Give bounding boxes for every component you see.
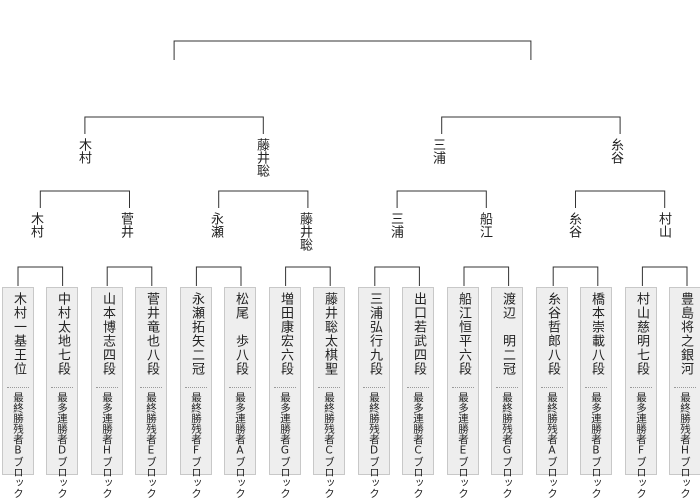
round1-connector-5 xyxy=(374,266,420,286)
player-qualification: 最多連勝者Aブロック xyxy=(234,392,246,499)
divider xyxy=(185,387,207,388)
player-box-11: 船江恒平六段 最多連勝者Eブロック xyxy=(447,287,479,499)
player-box-15: 村山慈明七段 最多連勝者Fブロック xyxy=(625,287,657,499)
player-qualification: 最多連勝者Eブロック xyxy=(457,392,469,499)
divider xyxy=(229,387,251,388)
player-name: 木村一基王位 xyxy=(11,292,26,376)
quarterfinal-name-8: 村山 xyxy=(656,212,671,238)
player-qualification: 最終勝残者Bブロック xyxy=(12,392,24,499)
player-name: 三浦弘行九段 xyxy=(367,292,382,376)
semifinal-name-1: 木村 xyxy=(76,138,91,164)
round3-connector-2 xyxy=(441,116,621,134)
player-qualification: 最終勝残者Fブロック xyxy=(190,392,202,499)
bracket-lines xyxy=(17,40,688,286)
player-qualification: 最多連勝者Dブロック xyxy=(56,392,68,499)
player-name: 村山慈明七段 xyxy=(634,292,649,376)
player-box-4: 菅井竜也八段 最終勝残者Eブロック xyxy=(135,287,167,499)
round2-connector-3 xyxy=(396,190,487,208)
player-qualification: 最終勝残者Dブロック xyxy=(368,392,380,499)
player-qualification: 最終勝残者Eブロック xyxy=(145,392,157,499)
player-qualification: 最多連勝者Gブロック xyxy=(279,392,291,499)
player-name: 菅井竜也八段 xyxy=(144,292,159,376)
divider xyxy=(630,387,652,388)
player-box-1: 木村一基王位 最終勝残者Bブロック xyxy=(2,287,34,499)
divider xyxy=(318,387,340,388)
player-name: 山本博志四段 xyxy=(100,292,115,376)
divider xyxy=(496,387,518,388)
divider xyxy=(51,387,73,388)
round3-connector-1 xyxy=(84,116,264,134)
semifinal-name-4: 糸谷 xyxy=(608,138,623,164)
player-box-8: 藤井聡太棋聖 最終勝残者Cブロック xyxy=(313,287,345,499)
divider xyxy=(674,387,696,388)
player-box-7: 増田康宏六段 最多連勝者Gブロック xyxy=(269,287,301,499)
divider xyxy=(452,387,474,388)
round2-connector-4 xyxy=(575,190,666,208)
player-name: 藤井聡太棋聖 xyxy=(322,292,337,376)
player-box-9: 三浦弘行九段 最終勝残者Dブロック xyxy=(358,287,390,499)
round2-connector-2 xyxy=(218,190,309,208)
player-name: 橋本崇載八段 xyxy=(589,292,604,376)
round1-connector-7 xyxy=(552,266,599,286)
player-qualification: 最終勝残者Cブロック xyxy=(323,392,335,499)
round1-connector-1 xyxy=(17,266,64,286)
player-name: 豊島将之銀河 xyxy=(678,292,693,376)
quarterfinal-name-3: 永瀬 xyxy=(208,212,223,238)
divider xyxy=(407,387,429,388)
divider xyxy=(140,387,162,388)
player-name: 松尾 歩八段 xyxy=(233,292,248,376)
divider xyxy=(541,387,563,388)
divider xyxy=(7,387,29,388)
player-qualification: 最多連勝者Hブロック xyxy=(101,392,113,499)
final-connector xyxy=(173,40,532,60)
player-name: 糸谷哲郎八段 xyxy=(545,292,560,376)
semifinal-name-2: 藤井聡 xyxy=(254,138,269,177)
round1-connector-6 xyxy=(463,266,510,286)
divider xyxy=(585,387,607,388)
round2-connector-1 xyxy=(39,190,130,208)
player-qualification: 最多連勝者Cブロック xyxy=(412,392,424,499)
player-box-3: 山本博志四段 最多連勝者Hブロック xyxy=(91,287,123,499)
player-qualification: 最多連勝者Fブロック xyxy=(635,392,647,499)
round1-connector-8 xyxy=(641,266,688,286)
player-name: 永瀬拓矢二冠 xyxy=(189,292,204,376)
player-box-12: 渡辺 明二冠 最終勝残者Gブロック xyxy=(491,287,523,499)
player-box-16: 豊島将之銀河 最終勝残者Hブロック xyxy=(669,287,700,499)
player-box-14: 橋本崇載八段 最多連勝者Bブロック xyxy=(580,287,612,499)
player-name: 出口若武四段 xyxy=(411,292,426,376)
quarterfinal-name-7: 糸谷 xyxy=(566,212,581,238)
player-name: 船江恒平六段 xyxy=(456,292,471,376)
player-qualification: 最終勝残者Hブロック xyxy=(679,392,691,499)
player-qualification: 最終勝残者Gブロック xyxy=(501,392,513,499)
player-box-6: 松尾 歩八段 最多連勝者Aブロック xyxy=(224,287,256,499)
divider xyxy=(363,387,385,388)
player-box-5: 永瀬拓矢二冠 最終勝残者Fブロック xyxy=(180,287,212,499)
player-qualification: 最多連勝者Bブロック xyxy=(590,392,602,499)
quarterfinal-name-4: 藤井聡 xyxy=(297,212,312,251)
player-box-13: 糸谷哲郎八段 最終勝残者Aブロック xyxy=(536,287,568,499)
player-box-10: 出口若武四段 最多連勝者Cブロック xyxy=(402,287,434,499)
quarterfinal-name-5: 三浦 xyxy=(388,212,403,238)
quarterfinal-name-1: 木村 xyxy=(28,212,43,238)
semifinal-name-3: 三浦 xyxy=(430,138,445,164)
quarterfinal-name-6: 船江 xyxy=(477,212,492,238)
divider xyxy=(274,387,296,388)
round1-connector-4 xyxy=(285,266,331,286)
player-name: 渡辺 明二冠 xyxy=(500,292,515,376)
player-name: 中村太地七段 xyxy=(55,292,70,376)
round1-connector-2 xyxy=(106,266,153,286)
quarterfinal-name-2: 菅井 xyxy=(118,212,133,238)
player-name: 増田康宏六段 xyxy=(278,292,293,376)
player-qualification: 最終勝残者Aブロック xyxy=(546,392,558,499)
round1-connector-3 xyxy=(195,266,242,286)
player-box-2: 中村太地七段 最多連勝者Dブロック xyxy=(46,287,78,499)
divider xyxy=(96,387,118,388)
